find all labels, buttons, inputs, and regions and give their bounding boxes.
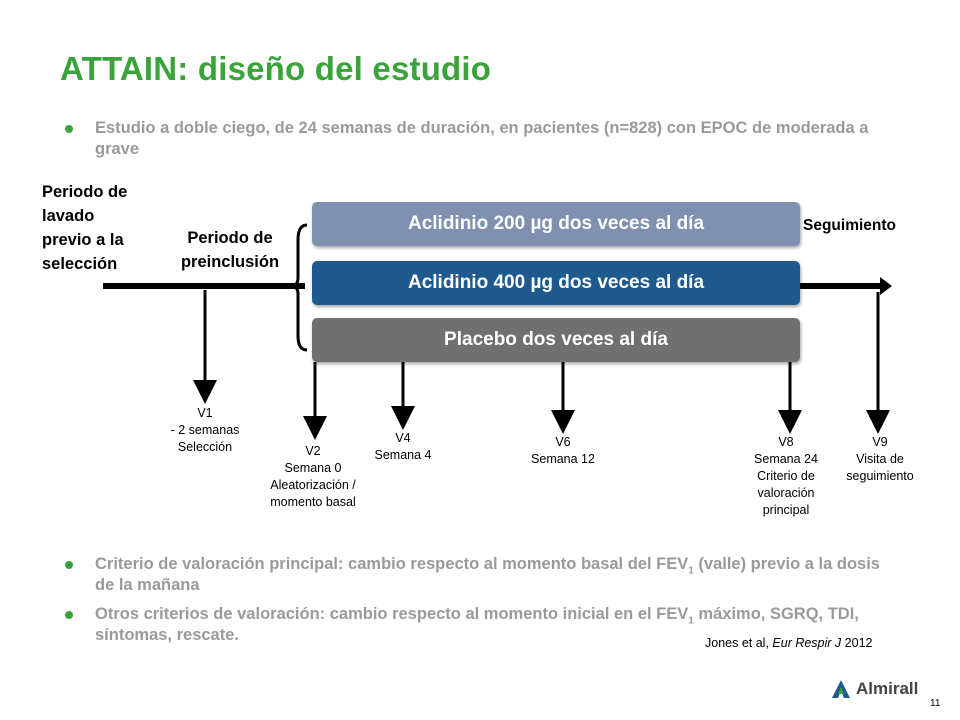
arm-aclidinium-200: Aclidinio 200 µg dos veces al día [312, 202, 800, 246]
visit-line: Visita de [856, 452, 904, 466]
visit-line: seguimiento [846, 469, 914, 483]
runin-line: Periodo de [187, 229, 273, 247]
washout-line: lavado [42, 207, 95, 225]
subscript: 1 [688, 615, 694, 627]
almirall-logo-icon [832, 680, 850, 698]
arm-aclidinium-400: Aclidinio 400 µg dos veces al día [312, 261, 800, 305]
visit-label-v4: V4 Semana 4 [333, 430, 473, 464]
visit-line: V2 [305, 444, 321, 458]
visit-label-v1: V1 - 2 semanas Selección [135, 405, 275, 456]
visit-line: Aleatorización / [270, 478, 356, 492]
bullet-secondary-endpoints: Otros criterios de valoración: cambio re… [65, 604, 895, 646]
arm-placebo: Placebo dos veces al día [312, 318, 800, 362]
visit-line: momento basal [270, 495, 356, 509]
visit-label-v6: V6 Semana 12 [493, 434, 633, 468]
subscript: 1 [688, 565, 694, 577]
bullet-text: (valle) previo a la dosis de la mañana [95, 555, 880, 594]
visit-line: V1 [197, 406, 213, 420]
page-number: 11 [930, 698, 941, 709]
timeline-arrowhead [880, 277, 892, 295]
slide-title: ATTAIN: diseño del estudio [60, 50, 492, 87]
visit-line: V8 [778, 435, 794, 449]
visit-line: Criterio de [757, 469, 815, 483]
visit-label-v9: V9 Visita de seguimiento [810, 434, 950, 485]
logo-text: Almirall [856, 679, 919, 698]
citation-authors: Jones et al, [705, 636, 773, 650]
bullet-primary-endpoint: Criterio de valoración principal: cambio… [65, 554, 895, 596]
visit-line: - 2 semanas [170, 423, 240, 437]
runin-period-label: Periodo de preinclusión [162, 226, 298, 274]
visit-line: Selección [177, 440, 233, 454]
citation-year: 2012 [841, 636, 873, 650]
visit-line: Semana 0 [284, 461, 342, 475]
bullet-text: máximo, SGRQ, TDI, síntomas, rescate. [95, 605, 859, 644]
followup-label: Seguimiento [803, 217, 897, 234]
visit-line: Semana 12 [531, 452, 595, 466]
visit-line: V9 [872, 435, 888, 449]
visit-line: valoración [757, 486, 815, 500]
visit-label-v8: V8 Semana 24 Criterio de valoración prin… [716, 434, 856, 519]
runin-line: preinclusión [180, 253, 280, 271]
visit-line: Semana 4 [374, 448, 432, 462]
washout-line: previo a la [42, 231, 124, 249]
visit-line: V4 [395, 431, 411, 445]
bullet-text: Otros criterios de valoración: cambio re… [95, 605, 689, 623]
washout-period-label: Periodo de lavado previo a la selección [42, 180, 172, 276]
bullet-dot [65, 125, 73, 133]
visit-line: principal [762, 503, 810, 517]
visit-line: V6 [555, 435, 571, 449]
visit-line: Semana 24 [754, 452, 818, 466]
citation-journal: Eur Respir J [772, 636, 842, 650]
bullet-dot [65, 611, 73, 619]
washout-line: selección [42, 255, 118, 273]
bullet-text: Criterio de valoración principal: cambio… [95, 555, 689, 573]
washout-line: Periodo de [42, 183, 128, 201]
citation: Jones et al, Eur Respir J 2012 [705, 636, 872, 650]
bullet-dot [65, 561, 73, 569]
almirall-logo: Almirall [830, 678, 918, 700]
bullet-study-design: Estudio a doble ciego, de 24 semanas de … [65, 118, 885, 160]
visit-label-v2: V2 Semana 0 Aleatorización / momento bas… [243, 443, 383, 511]
bullet-text: Estudio a doble ciego, de 24 semanas de … [95, 119, 869, 158]
randomization-brace [290, 223, 308, 352]
